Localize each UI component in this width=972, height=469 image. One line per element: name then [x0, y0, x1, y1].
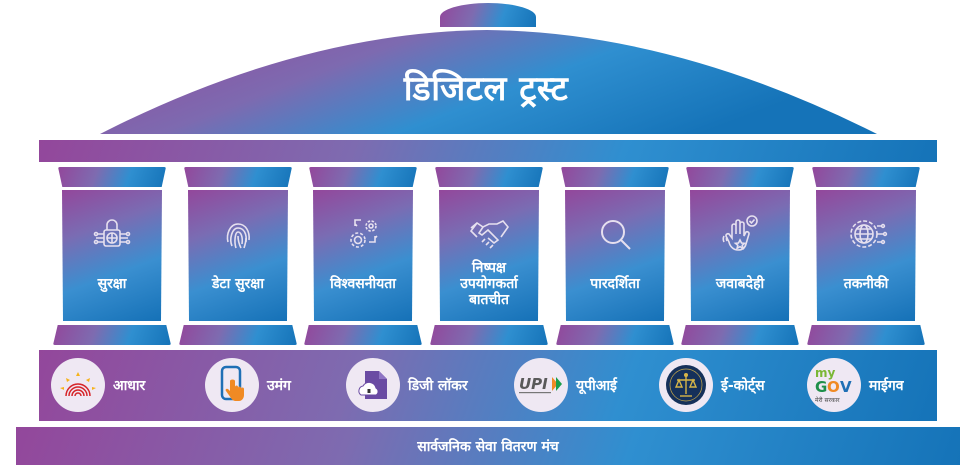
aadhaar-logo — [51, 358, 105, 412]
umang-logo — [205, 358, 259, 412]
service-label: आधार — [113, 377, 146, 394]
svg-text:V: V — [840, 378, 852, 396]
entablature-beam — [39, 140, 937, 162]
lock-circuit-icon — [93, 219, 131, 247]
pillar-transparency: पारदर्शिता — [556, 167, 674, 345]
services-platform: आधार उमंग डिजी लॉकर UPI — [39, 350, 937, 421]
pillar-fair-user-interaction: निष्पक्ष उपयोगकर्ता बातचीत — [430, 167, 548, 345]
pillar-security: सुरक्षा — [53, 167, 171, 345]
gears-icon — [350, 219, 378, 248]
pillar-base — [556, 325, 674, 345]
service-label: डिजी लॉकर — [408, 377, 468, 394]
svg-text:G: G — [815, 378, 827, 396]
pillar-shaft: निष्पक्ष उपयोगकर्ता बातचीत — [439, 190, 539, 321]
pillar-label-line: निष्पक्ष — [472, 260, 506, 276]
pillar-shaft: डेटा सुरक्षा — [188, 190, 288, 321]
service-label: माईगव — [869, 377, 904, 394]
foundation-bar: सार्वजनिक सेवा वितरण मंच — [16, 427, 960, 465]
pillar-shaft: पारदर्शिता — [565, 190, 665, 321]
pillar-capital — [309, 167, 417, 187]
pillar-label: निष्पक्ष उपयोगकर्ता बातचीत — [439, 260, 539, 308]
pillar-capital — [686, 167, 794, 187]
svg-text:UPI: UPI — [519, 375, 548, 393]
mygov-logo: my G O V मेरी सरकार — [807, 358, 861, 412]
digilocker-logo — [346, 358, 400, 412]
fingerprint-icon — [226, 223, 250, 249]
pillar-capital — [812, 167, 920, 187]
service-digilocker[interactable]: डिजी लॉकर — [346, 357, 468, 413]
service-aadhaar[interactable]: आधार — [51, 357, 145, 413]
pillar-capital — [435, 167, 543, 187]
pillar-label-line: उपयोगकर्ता — [460, 276, 518, 292]
pillar-shaft: तकनीकी — [816, 190, 916, 321]
pillar-base — [807, 325, 925, 345]
dome-roof — [100, 30, 877, 134]
pillar-shaft: विश्वसनीयता — [313, 190, 413, 321]
globe-gear-icon — [850, 220, 888, 248]
pillar-base — [430, 325, 548, 345]
service-upi[interactable]: UPI यूपीआई — [514, 357, 617, 413]
service-label: उमंग — [267, 377, 291, 394]
service-ecourts[interactable]: ई-कोर्ट्स — [659, 357, 765, 413]
pillar-label: पारदर्शिता — [590, 276, 640, 292]
pillar-base — [681, 325, 799, 345]
pillar-label: जवाबदेही — [715, 276, 765, 292]
hand-check-icon — [722, 215, 758, 251]
ecourts-logo — [659, 358, 713, 412]
pillar-reliability: विश्वसनीयता — [304, 167, 422, 345]
magnifier-icon — [601, 220, 631, 250]
svg-text:my: my — [815, 366, 836, 380]
service-umang[interactable]: उमंग — [205, 357, 291, 413]
pillar-label: विश्वसनीयता — [330, 276, 396, 292]
pillar-data-security: डेटा सुरक्षा — [179, 167, 297, 345]
handshake-icon — [469, 220, 510, 249]
svg-text:O: O — [827, 378, 840, 396]
service-label: यूपीआई — [576, 377, 617, 394]
pillar-accountability: जवाबदेही — [681, 167, 799, 345]
pillar-label: डेटा सुरक्षा — [212, 276, 264, 292]
diagram-title: डिजिटल ट्रस्ट — [403, 69, 569, 109]
pillar-base — [179, 325, 297, 345]
service-mygov[interactable]: my G O V मेरी सरकार माईगव — [807, 357, 904, 413]
upi-logo: UPI — [514, 358, 568, 412]
pillar-shaft: सुरक्षा — [62, 190, 162, 321]
pillar-shaft: जवाबदेही — [690, 190, 790, 321]
pillar-base — [53, 325, 171, 345]
pillar-capital — [184, 167, 292, 187]
dome-cupola — [440, 3, 536, 27]
svg-text:मेरी सरकार: मेरी सरकार — [815, 396, 840, 404]
pillar-label: सुरक्षा — [97, 276, 127, 292]
service-label: ई-कोर्ट्स — [721, 377, 765, 394]
pillar-label: तकनीकी — [843, 276, 889, 292]
pillar-label-line: बातचीत — [468, 292, 510, 308]
pillar-capital — [561, 167, 669, 187]
pillar-technology: तकनीकी — [807, 167, 925, 345]
foundation-label: सार्वजनिक सेवा वितरण मंच — [417, 439, 559, 455]
pillar-base — [304, 325, 422, 345]
pillar-capital — [58, 167, 166, 187]
